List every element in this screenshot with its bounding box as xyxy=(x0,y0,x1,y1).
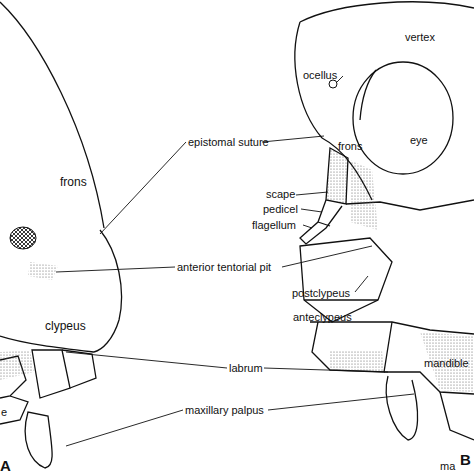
part-label: anterior tentorial pit xyxy=(177,262,271,273)
head-outline-a xyxy=(0,2,122,468)
stipple xyxy=(350,160,378,230)
stipple xyxy=(0,350,34,380)
panel-letter: B xyxy=(460,452,471,467)
part-label: frons xyxy=(338,141,362,152)
part-label: labrum xyxy=(229,363,263,374)
stipple xyxy=(330,350,384,372)
part-label: pedicel xyxy=(263,204,298,215)
part-label: ocellus xyxy=(303,70,337,81)
antennal-socket xyxy=(10,227,36,249)
part-label: postclypeus xyxy=(292,288,350,299)
part-label: maxillary palpus xyxy=(185,405,264,416)
part-label: epistomal suture xyxy=(188,137,269,148)
part-label: eye xyxy=(410,135,428,146)
ocellus-symbol xyxy=(329,80,337,88)
part-label: clypeus xyxy=(45,320,86,332)
part-label: anteclypeus xyxy=(293,312,352,323)
stipple xyxy=(420,332,474,392)
part-label: ma xyxy=(440,461,455,472)
tentorial-pit-stipple xyxy=(28,262,58,280)
part-label: e xyxy=(1,407,7,418)
leader-lines xyxy=(56,76,414,446)
part-label: mandible xyxy=(424,358,469,369)
part-label: frons xyxy=(60,176,87,188)
part-label: vertex xyxy=(405,32,435,43)
panel-letter: A xyxy=(0,458,11,473)
head-outline-b xyxy=(295,2,474,440)
part-label: scape xyxy=(266,189,295,200)
part-label: flagellum xyxy=(252,220,296,231)
